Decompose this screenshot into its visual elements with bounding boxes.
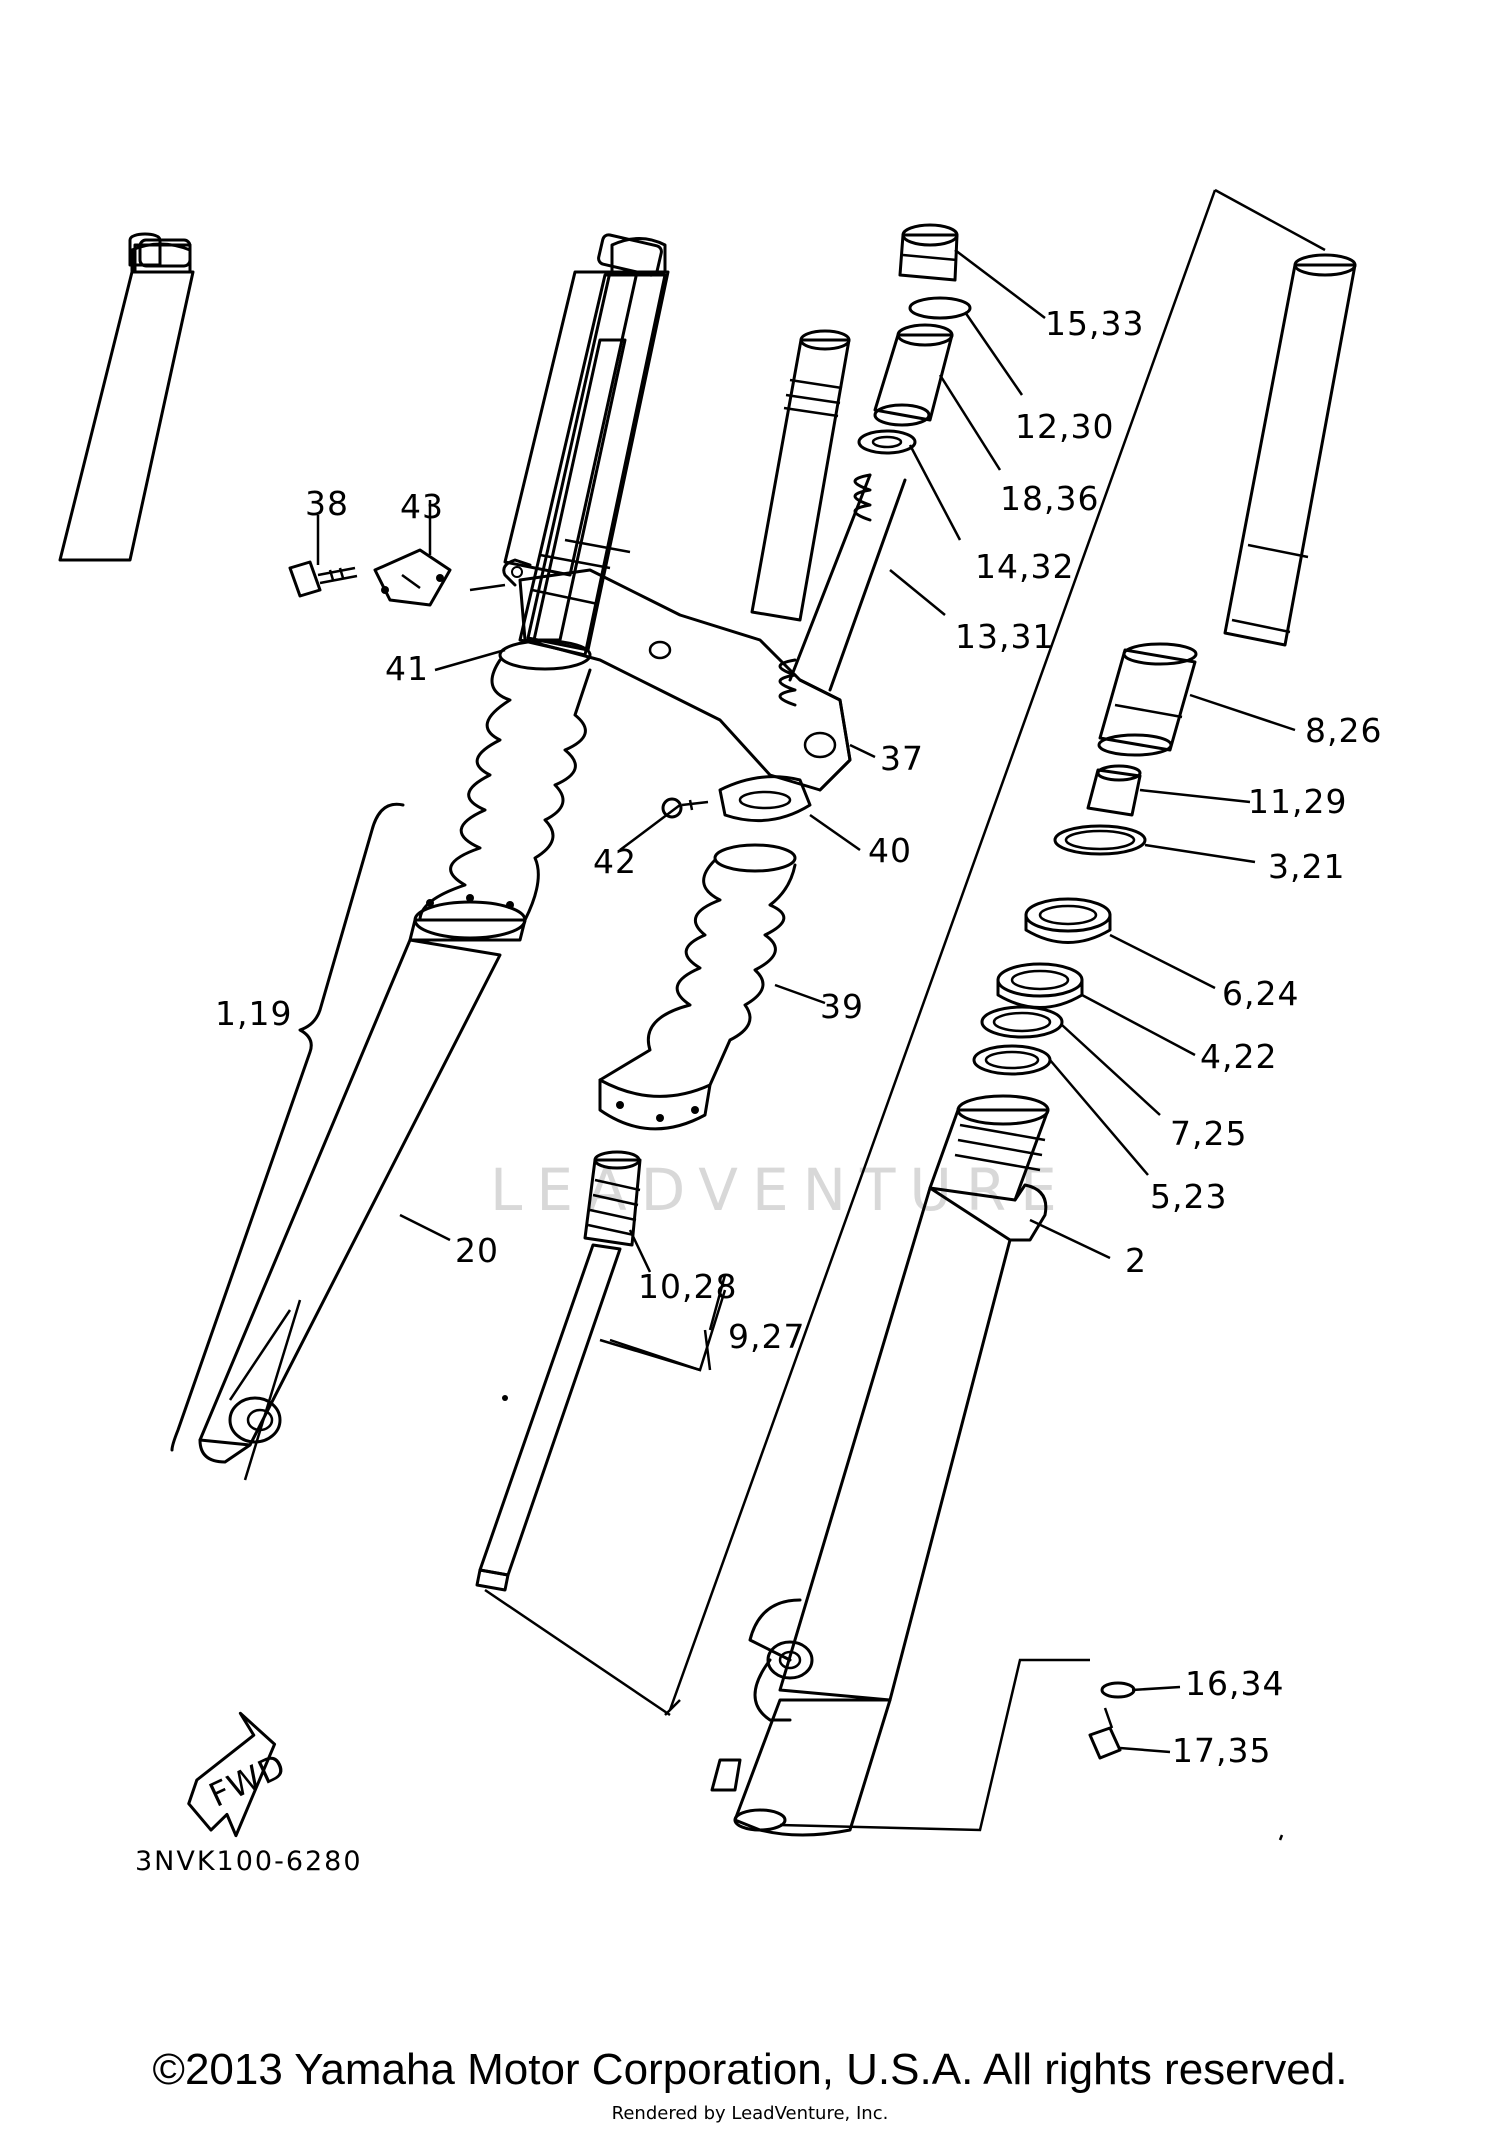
label-42: 42 (593, 842, 637, 881)
left-upper-tube (518, 233, 667, 657)
label-9-27: 9,27 (728, 1317, 805, 1356)
rendered-by-notice: Rendered by LeadVenture, Inc. (611, 2103, 889, 2124)
label-15-33: 15,33 (1045, 304, 1144, 343)
label-17-35: 17,35 (1172, 1731, 1271, 1770)
fwd-arrow-icon: FWD (187, 1711, 292, 1838)
part-5-23 (972, 1044, 1052, 1076)
watermark: LEADVENTURE (490, 1156, 1071, 1224)
label-4-22: 4,22 (1200, 1037, 1277, 1076)
label-12-30: 12,30 (1015, 407, 1114, 446)
part-43-plate (373, 548, 452, 607)
label-38: 38 (305, 484, 349, 523)
part-15-33-fork-cap (898, 223, 959, 282)
label-16-34: 16,34 (1185, 1664, 1284, 1703)
label-8-26: 8,26 (1305, 711, 1382, 750)
part-4-22 (996, 962, 1084, 1009)
label-1-19: 1,19 (215, 994, 292, 1033)
part-8-26 (1097, 642, 1198, 757)
part-14-32-washer (857, 429, 917, 455)
part-39-boot (598, 843, 797, 1131)
part-37 (798, 678, 852, 792)
part-6-24 (1024, 897, 1112, 944)
brace-1-19 (170, 802, 405, 1452)
part-20-lower-tube (198, 894, 527, 1481)
label-43: 43 (400, 487, 444, 526)
part-38-bolt (288, 560, 358, 598)
leader-lines (316, 249, 1296, 1754)
part-13-31-spring (778, 473, 907, 707)
connector-lines (484, 1289, 1284, 1841)
fwd-label: FWD (203, 1746, 292, 1815)
part-16-34-washer (1100, 1681, 1136, 1699)
part-7-25 (980, 1005, 1064, 1039)
left-fork-boot (418, 639, 592, 922)
label-14-32: 14,32 (975, 547, 1074, 586)
label-13-31: 13,31 (955, 617, 1054, 656)
part-9-27-damper-rod (475, 1150, 642, 1592)
label-10-28: 10,28 (638, 1267, 737, 1306)
label-6-24: 6,24 (1222, 974, 1299, 1013)
right-tube-main (1223, 253, 1357, 647)
part-17-35-bolt (1088, 1707, 1122, 1760)
part-12-30-o-ring (908, 296, 972, 320)
label-7-25: 7,25 (1170, 1114, 1247, 1153)
label-40: 40 (868, 831, 912, 870)
diagram-code: 3NVK100-6280 (135, 1846, 363, 1877)
copyright-notice: ©2013 Yamaha Motor Corporation, U.S.A. A… (152, 2045, 1348, 2094)
part-labels: 15,33 12,30 18,36 14,32 13,31 38 43 41 3… (135, 304, 1382, 1877)
label-39: 39 (820, 987, 864, 1026)
inner-tube-left (128, 232, 162, 267)
label-5-23: 5,23 (1150, 1177, 1227, 1216)
label-11-29: 11,29 (1248, 782, 1347, 821)
label-2: 2 (1125, 1241, 1147, 1280)
part-2-outer-tube (710, 1094, 1050, 1837)
left-fork-tube (130, 242, 639, 577)
steering-stem (750, 329, 851, 622)
part-18-36-spacer (873, 323, 954, 427)
right-tube-bracket (664, 188, 1326, 1716)
label-20: 20 (455, 1231, 499, 1270)
part-40-clamp (718, 775, 812, 823)
left-outer-upper (138, 238, 192, 268)
part-42-screw (661, 797, 709, 819)
label-41: 41 (385, 649, 429, 688)
label-3-21: 3,21 (1268, 847, 1345, 886)
label-18-36: 18,36 (1000, 479, 1099, 518)
part-2-axle-boss (766, 1640, 814, 1680)
part-3-21 (1053, 824, 1147, 856)
label-37: 37 (880, 739, 924, 778)
part-11-29 (1086, 764, 1142, 817)
